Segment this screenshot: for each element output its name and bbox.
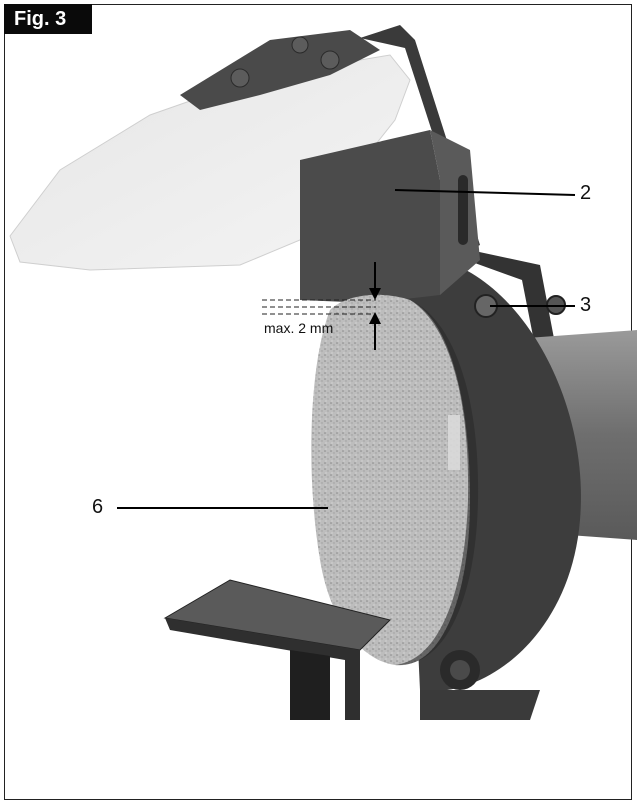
tool-rest: [163, 579, 391, 651]
arrow-down-icon: [369, 288, 381, 300]
figure-tag: Fig. 3: [4, 4, 92, 34]
shield-bracket: [180, 30, 380, 110]
grinding-wheel: [311, 294, 470, 666]
leader-2: [394, 189, 576, 196]
callout-6: 6: [92, 496, 104, 518]
spark-guard: [300, 130, 440, 303]
gap-note: max. 2 mm: [264, 320, 334, 336]
callout-3: 3: [580, 294, 592, 316]
arrow-up-icon: [369, 312, 381, 324]
callout-2: 2: [580, 182, 592, 204]
